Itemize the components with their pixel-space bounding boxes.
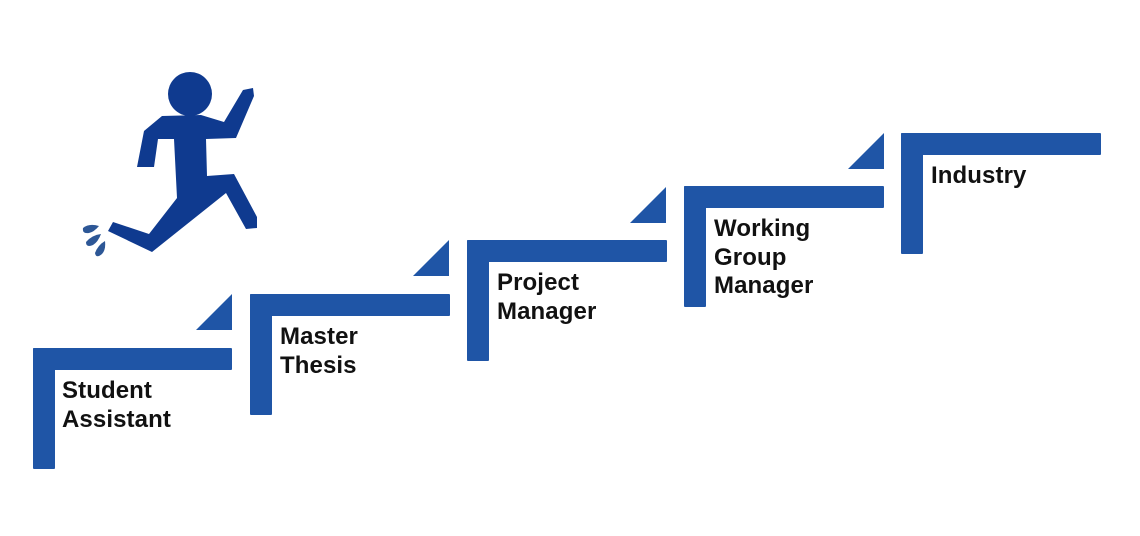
step-tread xyxy=(901,133,1101,155)
step-arrow-triangle-icon xyxy=(413,240,449,276)
step-label: Industry xyxy=(931,162,1027,189)
step-riser xyxy=(250,294,272,415)
step-label: Project Manager xyxy=(497,269,597,325)
step-riser xyxy=(33,348,55,469)
step-label: Master Thesis xyxy=(280,323,358,379)
step-riser xyxy=(901,133,923,254)
step-arrow-triangle-icon xyxy=(848,133,884,169)
step-tread xyxy=(33,348,232,370)
step-tread xyxy=(467,240,667,262)
step-arrow-triangle-icon xyxy=(630,187,666,223)
running-person-icon xyxy=(82,72,257,257)
step-arrow-triangle-icon xyxy=(196,294,232,330)
step-tread xyxy=(250,294,450,316)
step-tread xyxy=(684,186,884,208)
step-riser xyxy=(684,186,706,307)
step-label: Working Group Manager xyxy=(714,215,814,299)
step-label: Student Assistant xyxy=(62,377,171,433)
step-riser xyxy=(467,240,489,361)
